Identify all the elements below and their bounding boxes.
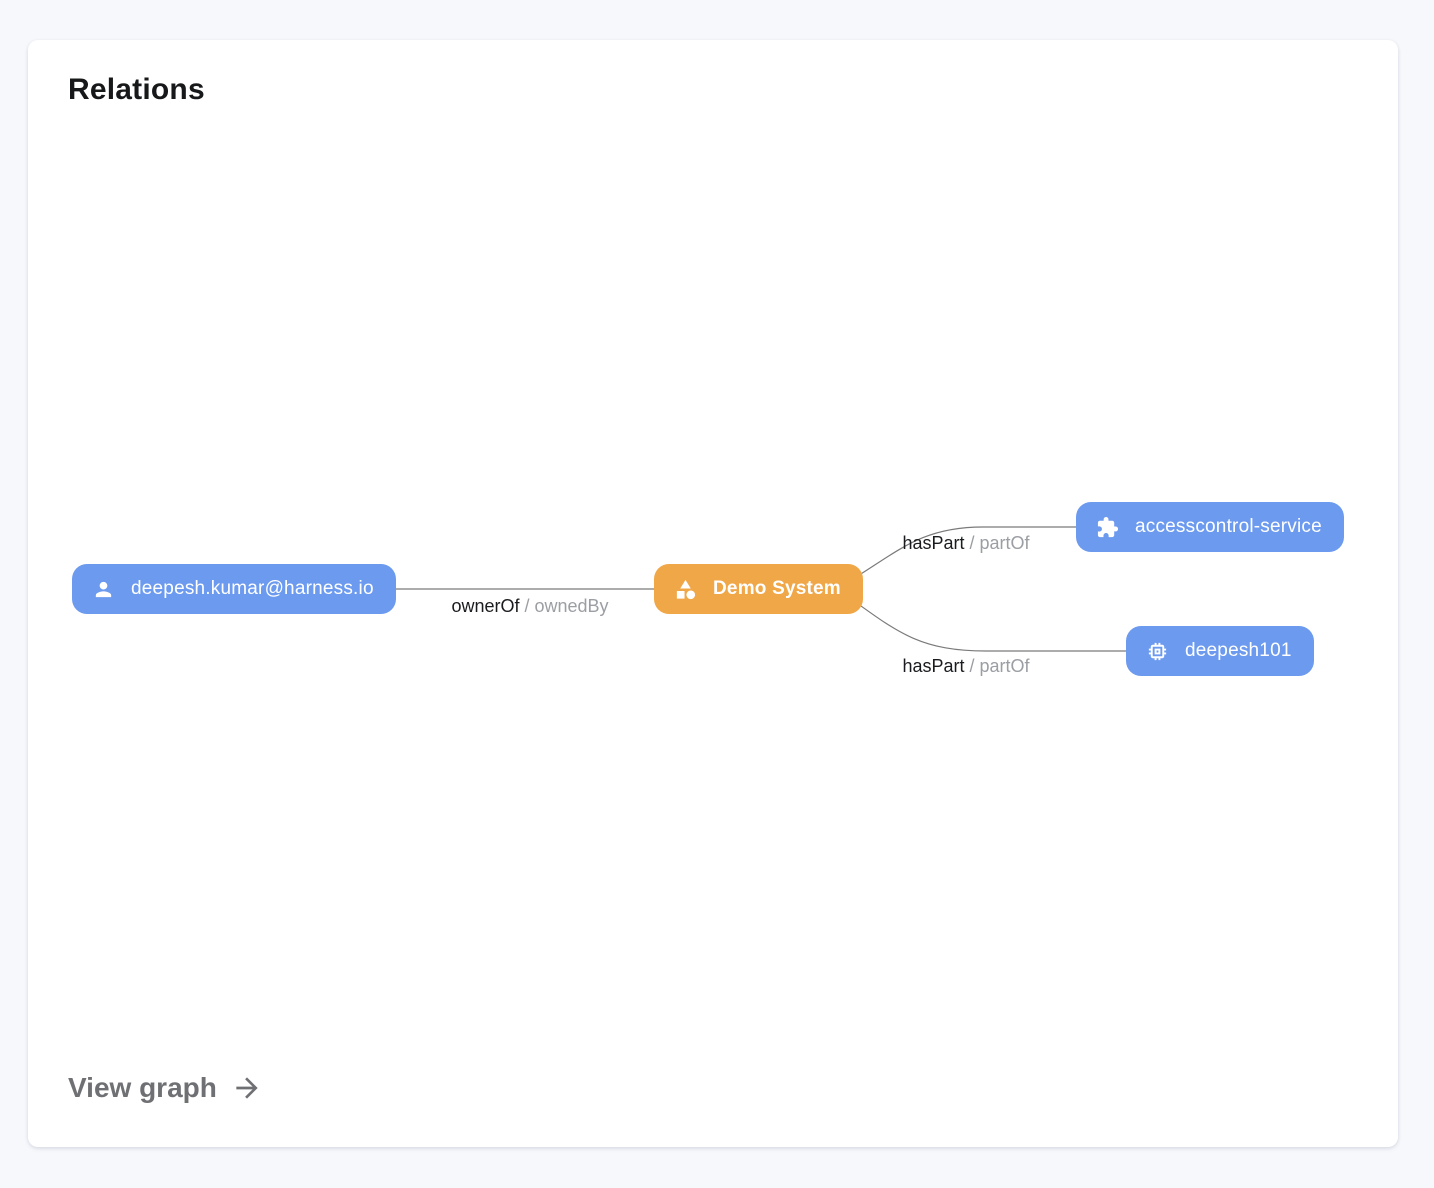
category-icon	[674, 578, 697, 601]
relation-reverse: ownedBy	[534, 596, 609, 616]
relation-reverse: partOf	[979, 533, 1030, 553]
node-user[interactable]: deepesh.kumar@harness.io	[72, 564, 396, 614]
edge-label-ownerof: ownerOf / ownedBy	[451, 596, 608, 617]
relation-forward: hasPart	[902, 656, 965, 676]
relation-separator: /	[964, 656, 980, 676]
person-icon	[92, 578, 115, 601]
node-resource-label: deepesh101	[1185, 640, 1292, 661]
view-graph-label: View graph	[68, 1072, 217, 1103]
node-component[interactable]: accesscontrol-service	[1076, 502, 1344, 552]
relation-separator: /	[519, 596, 535, 616]
edge-label-haspart-resource: hasPart / partOf	[902, 656, 1029, 677]
relation-forward: ownerOf	[451, 596, 520, 616]
edge-label-haspart-component: hasPart / partOf	[902, 533, 1029, 554]
relation-reverse: partOf	[979, 656, 1030, 676]
edge-haspart-resource	[842, 592, 1140, 652]
node-system-label: Demo System	[713, 578, 841, 599]
node-system[interactable]: Demo System	[654, 564, 863, 614]
node-user-label: deepesh.kumar@harness.io	[131, 578, 374, 599]
memory-icon	[1146, 640, 1169, 663]
extension-icon	[1096, 516, 1119, 539]
relation-forward: hasPart	[902, 533, 965, 553]
view-graph-link[interactable]: View graph	[68, 1072, 263, 1104]
node-component-label: accesscontrol-service	[1135, 516, 1322, 537]
card-title: Relations	[68, 73, 205, 106]
relation-separator: /	[964, 533, 980, 553]
arrow-right-icon	[236, 1077, 258, 1099]
relations-card: Relations deepesh.kumar@harness.io Demo …	[28, 40, 1398, 1147]
node-resource[interactable]: deepesh101	[1126, 626, 1314, 676]
